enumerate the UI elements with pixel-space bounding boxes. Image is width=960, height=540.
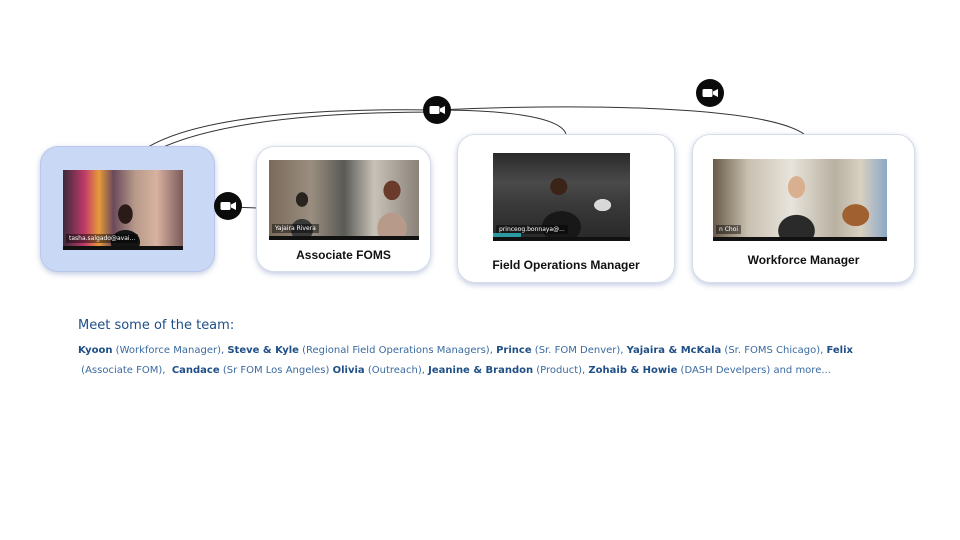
- participant-role-label: Field Operations Manager: [492, 258, 640, 272]
- participant-video-2: Yajaira Rivera: [269, 160, 419, 240]
- member-role: (Workforce Manager),: [112, 345, 228, 356]
- team-heading: Meet some of the team:: [78, 318, 235, 333]
- participant-video-1: tasha.salgado@avai...: [63, 170, 183, 250]
- member-role: (DASH Develpers) and more...: [677, 364, 831, 376]
- member-role: (Sr FOM Los Angeles): [219, 364, 333, 376]
- video-camera-icon: [696, 79, 724, 107]
- member-name: Yajaira & McKala: [626, 345, 722, 356]
- member-role: (Sr. FOMS Chicago),: [721, 345, 827, 356]
- member-name: Candace: [171, 364, 220, 376]
- participant-name-tag: Yajaira Rivera: [272, 224, 319, 233]
- video-accent-bar: [493, 233, 521, 237]
- member-name: Zohaib & Howie: [588, 364, 678, 376]
- participant-video-4: n Choi: [713, 159, 887, 241]
- participant-card-3[interactable]: princeog.bonnaya@... Field Operations Ma…: [457, 134, 675, 283]
- participant-name-tag: tasha.salgado@avai...: [66, 234, 139, 243]
- participant-card-1[interactable]: tasha.salgado@avai...: [40, 146, 215, 272]
- participant-card-4[interactable]: n Choi Workforce Manager: [692, 134, 915, 283]
- participant-role-label: Workforce Manager: [747, 253, 860, 267]
- member-name: Felix: [826, 345, 853, 356]
- member-name: Olivia: [332, 364, 365, 376]
- member-name: Prince: [496, 345, 532, 356]
- connector-line: [436, 109, 567, 135]
- participant-name-tag: princeog.bonnaya@...: [496, 225, 568, 234]
- member-name: Steve & Kyle: [227, 345, 299, 356]
- member-name: Kyoon: [78, 345, 113, 356]
- member-name: Jeanine & Brandon: [428, 364, 534, 376]
- participant-role-label: Associate FOMS: [296, 248, 391, 262]
- member-role: (Associate FOM),: [78, 364, 172, 376]
- video-camera-icon: [423, 96, 451, 124]
- member-role: (Sr. FOM Denver),: [531, 345, 627, 356]
- member-role: (Outreach),: [364, 364, 429, 376]
- participant-video-3: princeog.bonnaya@...: [493, 153, 630, 241]
- video-camera-icon: [214, 192, 242, 220]
- connector-line: [436, 106, 805, 135]
- member-role: (Regional Field Operations Managers),: [298, 345, 497, 356]
- participant-card-2[interactable]: Yajaira Rivera Associate FOMS: [256, 146, 431, 272]
- participant-name-tag: n Choi: [716, 225, 742, 234]
- member-role: (Product),: [533, 364, 589, 376]
- team-members-paragraph: Kyoon (Workforce Manager), Steve & Kyle …: [78, 341, 878, 380]
